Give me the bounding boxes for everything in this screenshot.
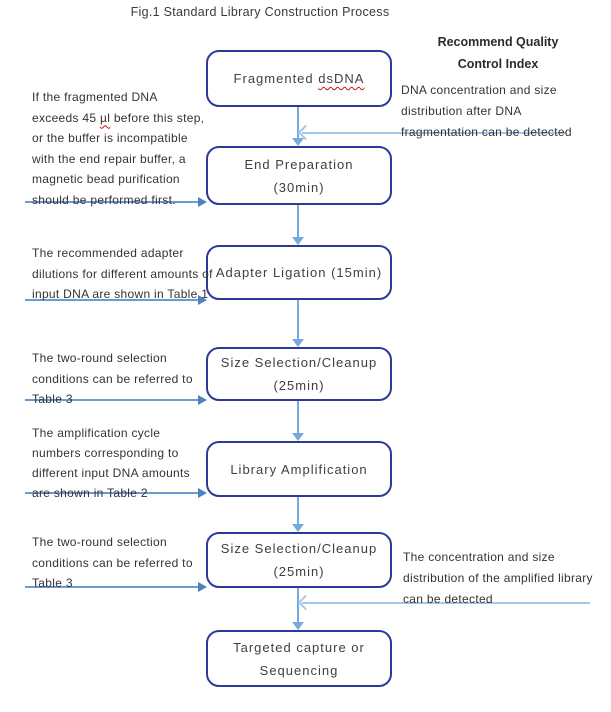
flow-box-size-selection-2: Size Selection/Cleanup (25min) [206,532,392,588]
flow-box-label: Adapter Ligation (15min) [215,265,383,280]
annotation-adapter-dilutions: The recommended adapter dilutions for di… [32,243,213,305]
flow-box-end-preparation: End Preparation (30min) [206,146,392,205]
right-arrow-icon [25,197,207,207]
flow-box-size-selection-1: Size Selection/Cleanup (25min) [206,347,392,401]
flow-box-label: Sequencing [259,662,339,678]
annotation-line: or the buffer is incompatible [32,131,188,145]
annotation-line: The two-round selection [32,351,167,365]
annotation-line: DNA concentration and size [401,83,557,97]
flow-box-targeted-capture: Targeted capture or Sequencing [206,630,392,687]
annotation-bead-purification: If the fragmented DNA exceeds 45 µl befo… [32,87,204,210]
annotation-line: Table 3 [32,576,73,590]
annotation-two-round-selection-2: The two-round selection conditions can b… [32,532,193,594]
flow-box-fragmented-dsdna: Fragmented dsDNA [206,50,392,107]
annotation-line: The amplification cycle [32,426,161,440]
left-chevron-arrow-icon [302,602,590,604]
down-arrow-icon [292,205,304,245]
down-arrow-icon [292,300,304,347]
annotation-line: If the fragmented DNA [32,90,158,104]
flow-box-label: Size Selection/Cleanup [220,355,378,370]
annotation-line: distribution after DNA [401,104,522,118]
annotation-line: are shown in Table 2 [32,486,148,500]
annotation-line: can be detected [403,592,493,606]
flow-box-label: (25min) [273,378,325,393]
qc-header: Recommend Quality Control Index [400,31,596,75]
down-arrow-icon [292,107,304,146]
right-arrow-icon [25,295,207,305]
qc-annotation-fragmentation: DNA concentration and size distribution … [401,80,572,143]
right-arrow-icon [25,488,207,498]
annotation-line: conditions can be referred to [32,555,193,570]
annotation-line: The recommended adapter [32,246,184,260]
annotation-line: input DNA are shown in Table 1 [32,287,209,301]
annotation-line: The two-round selection [32,535,167,549]
annotation-amplification-cycles: The amplification cycle numbers correspo… [32,423,190,503]
annotation-line: Table 3 [32,392,73,406]
down-arrow-icon [292,497,304,532]
down-arrow-icon [292,401,304,441]
annotation-line: numbers corresponding to [32,446,179,460]
box-label-text: Fragmented [233,71,319,86]
annotation-line: magnetic bead purification [32,172,180,186]
flow-box-label: End Preparation [244,156,354,172]
flow-box-label: (25min) [273,564,325,579]
annotation-line: distribution of the amplified library [403,571,593,585]
annotation-line: conditions can be referred to [32,371,193,386]
flow-box-adapter-ligation: Adapter Ligation (15min) [206,245,392,300]
qc-annotation-amplified-library: The concentration and size distribution … [403,547,593,610]
annotation-line: with the end repair buffer, a [32,151,186,166]
spellcheck-squiggle-text: µl [100,110,111,125]
flow-box-label: (30min) [273,179,325,195]
annotation-text: before this step, [110,110,205,125]
annotation-two-round-selection-1: The two-round selection conditions can b… [32,348,193,410]
annotation-line: fragmentation can be detected [401,125,572,139]
annotation-text: exceeds 45 [32,110,101,125]
right-arrow-icon [25,395,207,405]
annotation-line: should be performed first. [32,192,176,207]
down-arrow-icon [292,588,304,630]
right-arrow-icon [25,582,207,592]
annotation-line: The concentration and size [403,550,555,564]
left-chevron-arrow-icon [302,132,566,134]
annotation-line: dilutions for different amounts of [32,266,213,281]
qc-header-line: Control Index [457,57,539,71]
flow-box-label: Size Selection/Cleanup [220,541,378,556]
flow-box-label: Fragmented dsDNA [234,67,365,90]
flow-box-label: Targeted capture or [233,639,365,655]
figure-title: Fig.1 Standard Library Construction Proc… [130,5,390,19]
spellcheck-squiggle-text: dsDNA [318,71,365,86]
flow-box-label: Library Amplification [230,461,368,477]
flow-box-library-amplification: Library Amplification [206,441,392,497]
qc-header-line: Recommend Quality [437,35,559,49]
annotation-line: exceeds 45 µl before this step, [32,108,204,129]
annotation-line: different input DNA amounts [32,466,190,480]
